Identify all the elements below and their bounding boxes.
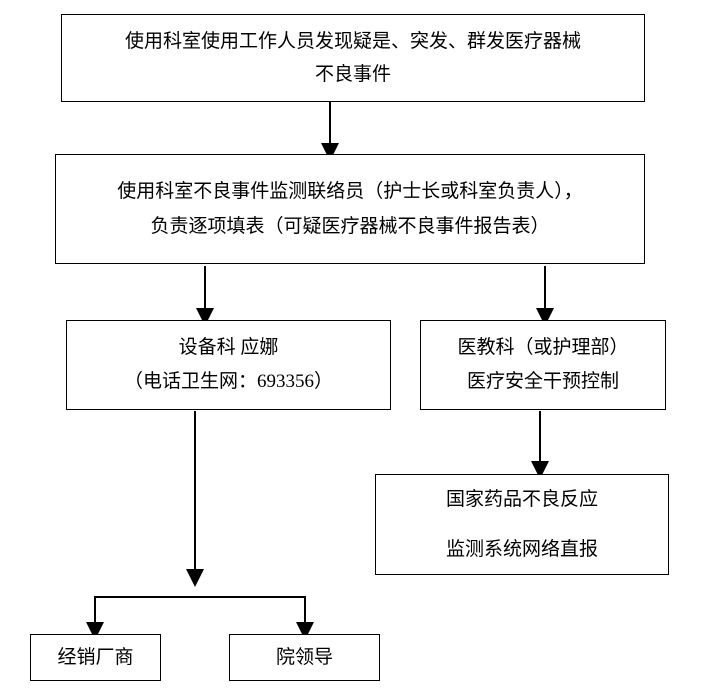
box-liaison-line2: 负责逐项填表（可疑医疗器械不良事件报告表）	[150, 215, 550, 237]
box-medical-education-dept: 医教科（或护理部） 医疗安全干预控制	[420, 320, 666, 410]
box-hospital-leader: 院领导	[229, 634, 380, 681]
box-medical-education-dept-line1: 医教科（或护理部）	[457, 337, 629, 359]
box-equipment-dept-line1: 设备科 应娜	[178, 337, 279, 359]
box-equipment-dept: 设备科 应娜 （电话卫生网：693356）	[66, 320, 391, 410]
box-dealer: 经销厂商	[30, 634, 161, 681]
box-discovery: 使用科室使用工作人员发现疑是、突发、群发医疗器械 不良事件	[61, 14, 645, 102]
box-dealer-label: 经销厂商	[57, 646, 134, 668]
box-national-reporting-line2: 监测系统网络直报	[445, 538, 598, 560]
box-national-reporting-line1: 国家药品不良反应	[445, 488, 598, 510]
box-hospital-leader-label: 院领导	[275, 646, 333, 668]
box-discovery-line1: 使用科室使用工作人员发现疑是、突发、群发医疗器械	[124, 30, 581, 52]
box-liaison: 使用科室不良事件监测联络员（护士长或科室负责人）， 负责逐项填表（可疑医疗器械不…	[55, 154, 645, 264]
box-liaison-line1: 使用科室不良事件监测联络员（护士长或科室负责人），	[117, 180, 583, 202]
box-discovery-line2: 不良事件	[314, 63, 391, 85]
box-national-reporting: 国家药品不良反应 监测系统网络直报	[375, 474, 669, 575]
box-medical-education-dept-line2: 医疗安全干预控制	[466, 371, 619, 392]
box-equipment-dept-line2: （电话卫生网：693356）	[123, 371, 333, 392]
